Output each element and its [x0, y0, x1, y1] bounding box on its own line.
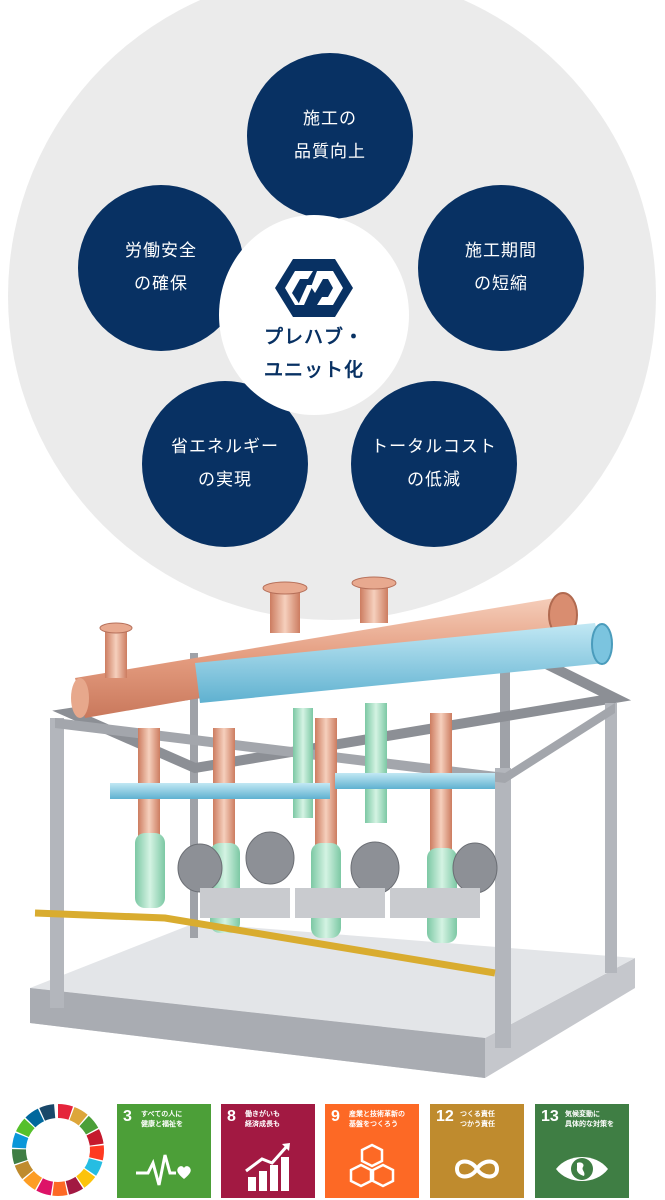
sdg-tile-8-number: 8 — [227, 1108, 236, 1125]
benefit-shorter-period-line2: の短縮 — [474, 274, 528, 294]
sdg-tile-8-title: 働きがいも 経済成長も — [245, 1110, 280, 1128]
sdg-tile-12-number: 12 — [436, 1108, 454, 1125]
center-prefab-circle: プレハブ・ ユニット化 — [219, 215, 409, 415]
benefit-quality-line1: 施工の — [303, 108, 357, 129]
benefit-energy-saving-line2: の実現 — [198, 470, 252, 490]
benefit-labor-safety: 労働安全 の確保 — [78, 185, 244, 351]
eye-globe-icon — [556, 1157, 608, 1181]
benefit-energy-saving-line1: 省エネルギー — [171, 436, 279, 457]
benefit-labor-safety-line1: 労働安全 — [125, 240, 197, 261]
sdg-tile-3-title: すべての人に 健康と福祉を — [141, 1110, 183, 1128]
sdg-tile-13-number: 13 — [541, 1108, 559, 1125]
heartbeat-icon — [136, 1154, 191, 1186]
center-label-line1: プレハブ・ — [263, 325, 364, 348]
cubes-icon — [349, 1143, 395, 1188]
benefit-quality-line2: 品質向上 — [294, 142, 366, 162]
sdg-tile-12: 12 つくる責任 つかう責任 — [430, 1104, 524, 1198]
benefit-quality: 施工の 品質向上 — [247, 53, 413, 219]
sdg-tile-3: 3 すべての人に 健康と福祉を — [117, 1104, 211, 1198]
benefit-labor-safety-line2: の確保 — [134, 274, 188, 294]
benefit-cost-reduction-line2: の低減 — [407, 470, 461, 490]
sdg-tile-9-title: 産業と技術革新の 基盤をつくろう — [349, 1110, 405, 1128]
sdg-tile-9: 9 産業と技術革新の 基盤をつくろう — [325, 1104, 419, 1198]
sdg-tile-8: 8 働きがいも 経済成長も — [221, 1104, 315, 1198]
benefit-shorter-period: 施工期間 の短縮 — [418, 185, 584, 351]
sdg-tile-13-title: 気候変動に 具体的な対策を — [565, 1110, 614, 1128]
company-logo-icon — [275, 258, 353, 317]
sdg-tile-3-number: 3 — [123, 1108, 132, 1125]
pump-unit-illustration — [30, 576, 635, 1078]
infinity-icon — [454, 1159, 500, 1179]
center-label-line2: ユニット化 — [263, 359, 364, 381]
sdgs-wheel-icon — [11, 1104, 104, 1196]
benefit-shorter-period-line1: 施工期間 — [465, 240, 537, 261]
sdg-tile-12-title: つくる責任 つかう責任 — [460, 1110, 495, 1128]
benefit-cost-reduction: トータルコスト の低減 — [351, 381, 517, 547]
sdg-tile-9-number: 9 — [331, 1108, 340, 1125]
sdg-tile-13: 13 気候変動に 具体的な対策を — [535, 1104, 629, 1198]
growth-chart-icon — [245, 1143, 290, 1191]
benefit-cost-reduction-line1: トータルコスト — [371, 436, 497, 457]
